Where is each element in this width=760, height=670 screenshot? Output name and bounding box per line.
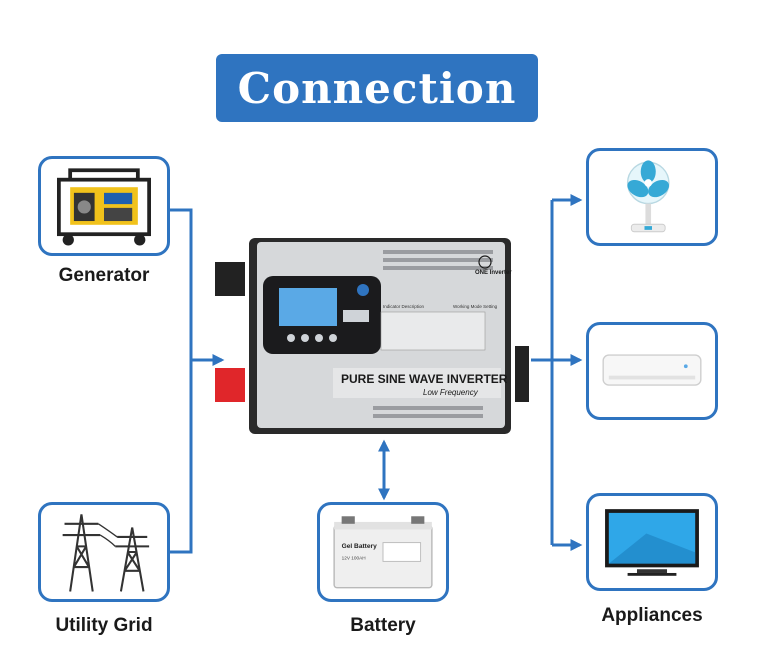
inverter-brand: ONE Inverter <box>475 270 512 276</box>
battery-label: Battery <box>350 615 416 636</box>
air-conditioner-icon <box>602 354 702 386</box>
battery-node: Gel Battery 12V 100AH <box>317 502 449 602</box>
generator-icon <box>57 168 151 246</box>
battery-icon: Gel Battery 12V 100AH <box>333 516 433 589</box>
page-title: Connection <box>237 63 517 113</box>
fan-icon <box>626 160 670 233</box>
appliances-label: Appliances <box>601 605 703 626</box>
television-node <box>586 493 718 591</box>
battery-brand: Gel Battery <box>342 543 377 550</box>
utility-grid-node <box>38 502 170 602</box>
grid-wire <box>170 360 193 554</box>
fan-node <box>586 148 718 246</box>
utility-grid-label: Utility Grid <box>55 615 153 636</box>
battery-model: 12V 100AH <box>342 556 366 561</box>
generator-label: Generator <box>58 265 150 286</box>
inverter-mode-title: Working Mode Setting <box>453 304 498 309</box>
air-conditioner-node <box>586 322 718 420</box>
inverter-product-line-1: PURE SINE WAVE INVERTER <box>341 372 508 386</box>
generator-wire <box>170 208 193 360</box>
power-tower-icon <box>62 514 150 592</box>
generator-node <box>38 156 170 256</box>
inverter-icon: Indicator Description Working Mode Setti… <box>215 238 529 434</box>
inverter-indicator-title: Indicator Description <box>383 304 425 309</box>
inverter-product-line-2: Low Frequency <box>423 388 479 397</box>
title-banner: Connection <box>216 54 538 122</box>
television-icon <box>605 509 699 576</box>
